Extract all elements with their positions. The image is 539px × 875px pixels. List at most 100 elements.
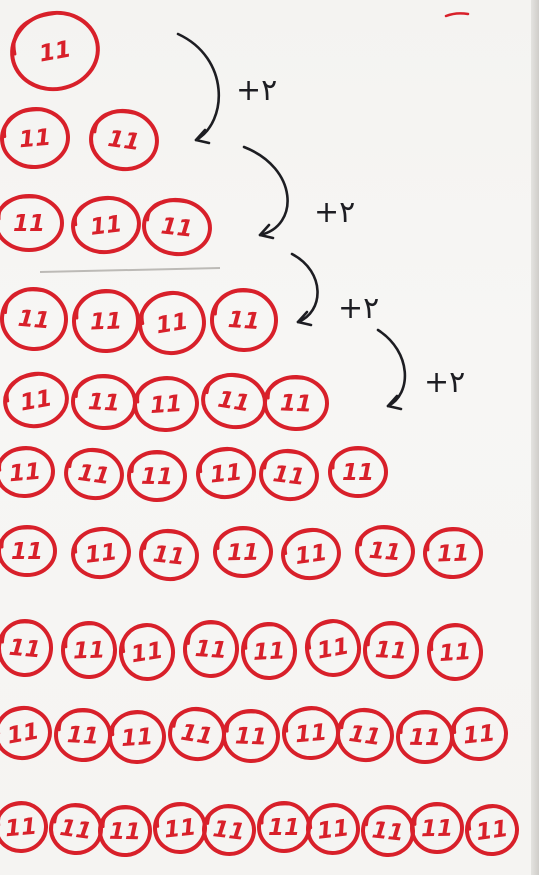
tally-mark: 11	[66, 722, 99, 750]
tally-mark: 11	[149, 391, 183, 419]
tally-circle: 11	[450, 706, 509, 761]
tally-circle: 11	[280, 526, 342, 581]
tally-mark: 11	[13, 211, 45, 237]
tally-circle: 11	[183, 620, 239, 677]
tally-circle: 11	[141, 197, 212, 258]
tally-mark: 11	[76, 460, 111, 490]
tally-mark: 11	[315, 633, 351, 664]
tally-mark: 11	[120, 724, 154, 752]
tally-mark: 11	[106, 126, 141, 156]
tally-circle: 11	[70, 194, 142, 256]
circle-row: 11 11 11 11 11 11 11 11	[0, 617, 483, 683]
tally-mark: 11	[294, 720, 328, 749]
tally-mark: 11	[87, 389, 120, 417]
tally-mark: 11	[73, 637, 106, 664]
tally-circle: 11	[62, 622, 116, 678]
circle-row: 11111111111111	[0, 525, 482, 582]
tally-circle: 11	[259, 803, 309, 851]
tally-circle: 11	[303, 617, 364, 679]
tally-circle: 11	[364, 622, 419, 679]
tally-mark: 11	[462, 720, 497, 749]
tally-mark: 11	[37, 36, 73, 67]
tally-circle: 11	[330, 448, 386, 496]
tally-circle: 11	[0, 446, 55, 499]
tally-mark: 11	[409, 725, 441, 752]
tally-circle: 11	[464, 803, 520, 857]
tally-circle: 11	[0, 286, 68, 351]
step-label: +۲	[424, 365, 465, 400]
tally-circle: 11	[223, 710, 279, 762]
tally-mark: 11	[8, 459, 42, 488]
step-label: +۲	[314, 195, 355, 230]
tally-mark: 11	[371, 817, 406, 846]
step-arrow: +۲	[244, 147, 355, 238]
tally-circle: 11	[0, 527, 55, 575]
tally-mark: 11	[84, 539, 119, 569]
tally-mark: 11	[347, 721, 382, 751]
curved-arrow-down-left-icon	[292, 254, 318, 322]
tally-circle: 11	[201, 803, 256, 857]
tally-mark: 11	[141, 464, 173, 491]
tally-circle: 11	[215, 528, 272, 577]
tally-mark: 11	[474, 816, 509, 846]
tally-mark: 11	[293, 540, 328, 570]
tally-mark: 11	[4, 814, 38, 843]
tally-circles: 1111111111111111111111111111111111111111…	[0, 6, 520, 857]
pen-mark	[446, 13, 468, 16]
circle-row: 1111	[0, 106, 161, 173]
tally-mark: 11	[268, 815, 300, 841]
tally-circle: 11	[264, 376, 328, 430]
tally-circle: 11	[6, 6, 104, 96]
circle-row: 111111	[0, 194, 213, 257]
tally-mark: 11	[271, 461, 306, 491]
tally-mark: 11	[154, 309, 190, 340]
tally-circle: 11	[282, 706, 340, 761]
step-arrow: +۲	[378, 330, 465, 409]
tally-circle: 11	[210, 288, 278, 352]
tally-mark: 11	[194, 636, 228, 664]
tally-mark: 11	[216, 387, 252, 418]
tally-mark: 11	[252, 638, 285, 666]
tally-mark: 11	[211, 816, 246, 846]
tally-mark: 11	[18, 385, 54, 416]
curved-arrow-down-left-icon	[244, 147, 288, 235]
tally-circle: 11	[0, 801, 48, 853]
circle-row: 11 11 11 11 11	[1, 369, 328, 432]
tally-circle: 11	[117, 621, 177, 682]
tally-circle: 11	[427, 623, 483, 680]
tally-mark: 11	[17, 306, 51, 335]
tally-circle: 11	[0, 704, 54, 763]
tally-circle: 11	[0, 619, 53, 677]
tally-mark: 11	[342, 460, 374, 486]
tally-mark: 11	[374, 637, 407, 665]
tally-circle: 11	[335, 706, 395, 763]
tally-mark: 11	[280, 390, 313, 417]
tally-circle: 11	[63, 446, 125, 501]
tally-mark: 11	[58, 815, 93, 845]
tally-circle: 11	[70, 526, 131, 580]
tally-mark: 11	[5, 718, 41, 749]
tally-circle: 11	[48, 802, 104, 856]
tally-mark: 11	[163, 814, 198, 843]
curved-arrow-down-left-icon	[378, 330, 405, 406]
tally-circle: 11	[196, 446, 257, 500]
step-label: +۲	[236, 73, 277, 108]
tally-circle: 11	[100, 807, 151, 856]
tally-mark: 11	[8, 635, 42, 664]
step-arrow: +۲	[178, 34, 277, 143]
tally-mark: 11	[437, 540, 470, 567]
tally-circle: 11	[139, 528, 200, 582]
tally-mark: 11	[11, 539, 43, 565]
circle-row: 11 11 11 11 11 11 11 11 11	[0, 704, 508, 764]
tally-circle: 11	[242, 623, 297, 680]
tally-circle: 11	[129, 452, 186, 501]
faint-pencil-line	[40, 268, 220, 272]
tally-mark: 11	[235, 723, 268, 750]
tally-circle: 11	[153, 802, 208, 855]
tally-circle: 11	[412, 804, 463, 853]
tally-mark: 11	[227, 307, 261, 335]
tally-circle: 11	[166, 705, 227, 763]
tally-mark: 11	[421, 816, 453, 843]
